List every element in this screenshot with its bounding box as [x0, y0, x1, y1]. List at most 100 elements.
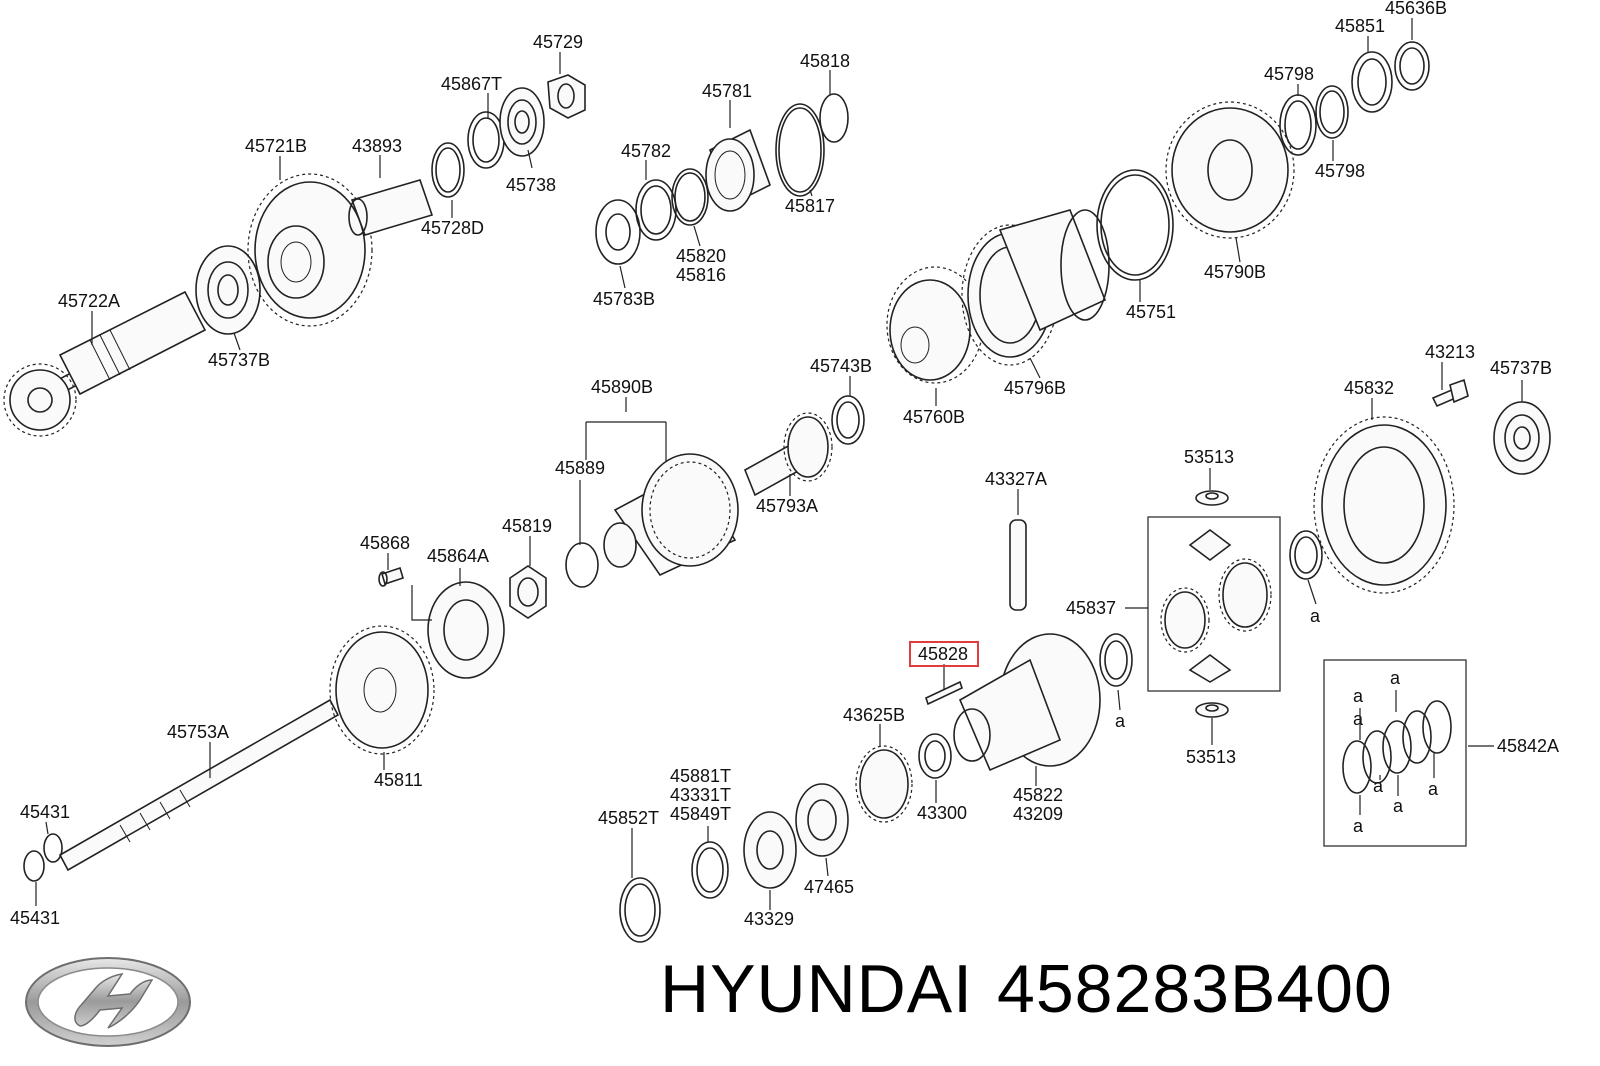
- callout-43893: 43893: [352, 136, 402, 156]
- callout-45738: 45738: [506, 175, 556, 195]
- washer-45851: [1351, 51, 1393, 113]
- callout-45881t: 45881T: [670, 766, 731, 786]
- gear-45721b: [247, 173, 373, 327]
- callout-labels: 45729 45867T 45721B 43893 45738 45728D 4…: [10, 0, 1559, 929]
- washer-43300: [918, 733, 952, 779]
- callout-a: a: [1393, 796, 1404, 816]
- callout-45737b-left: 45737B: [208, 350, 270, 370]
- callout-45751: 45751: [1126, 302, 1176, 322]
- callout-45822: 45822: [1013, 785, 1063, 805]
- a-marker-leaders: [1117, 579, 1435, 815]
- callout-43213: 43213: [1425, 342, 1475, 362]
- callout-45849t: 45849T: [670, 804, 731, 824]
- washer-45798-b: [1315, 85, 1349, 139]
- callout-43625b: 43625B: [843, 705, 905, 725]
- callout-45793a: 45793A: [756, 496, 818, 516]
- gear-45811: [329, 625, 435, 755]
- callout-45636b: 45636B: [1385, 0, 1447, 18]
- gear-43625b: [855, 745, 913, 823]
- ring-45820: [671, 168, 709, 226]
- callout-45811: 45811: [374, 770, 423, 790]
- washer-45798-a: [1279, 94, 1317, 156]
- callout-45431-bottom: 45431: [10, 908, 60, 928]
- brand-name: HYUNDAI: [660, 951, 974, 1027]
- ring-45782: [635, 179, 677, 241]
- callout-45842a: 45842A: [1497, 736, 1559, 756]
- ring-45743b: [831, 395, 865, 445]
- callout-45782: 45782: [621, 141, 671, 161]
- callout-45783b: 45783B: [593, 289, 655, 309]
- bearing-43329: [743, 811, 797, 889]
- snap-ring-45818: [819, 93, 849, 143]
- callout-45837: 45837: [1066, 598, 1116, 618]
- callout-43331t: 43331T: [670, 785, 731, 805]
- input-shaft-45722a: [3, 290, 207, 437]
- callout-43329: 43329: [744, 909, 794, 929]
- washer-a-ring: [1289, 530, 1323, 580]
- washer-45431-a: [43, 833, 63, 863]
- callout-45868: 45868: [360, 533, 410, 553]
- bearing-45737b-right: [1493, 401, 1551, 475]
- bearing-45737b-left: [195, 245, 261, 335]
- callout-45729: 45729: [533, 32, 583, 52]
- snap-ring-45889: [565, 542, 599, 588]
- washer-45431-b: [23, 850, 45, 882]
- callout-45889: 45889: [555, 458, 605, 478]
- carrier-45890b: [603, 453, 739, 577]
- callout-45728d: 45728D: [421, 218, 484, 238]
- snap-ring-45728d: [431, 142, 465, 198]
- washer-45867t: [467, 111, 505, 169]
- shim-set-45842a: [1323, 659, 1467, 847]
- callout-43300: 43300: [917, 803, 967, 823]
- callout-45851: 45851: [1335, 16, 1385, 36]
- callout-43209: 43209: [1013, 804, 1063, 824]
- callout-45781: 45781: [702, 81, 752, 101]
- callout-45798-bottom: 45798: [1315, 161, 1365, 181]
- callout-45816: 45816: [676, 265, 726, 285]
- callout-a: a: [1310, 606, 1321, 626]
- callout-45790b: 45790B: [1204, 262, 1266, 282]
- callout-45852t: 45852T: [598, 808, 659, 828]
- callout-45760b: 45760B: [903, 407, 965, 427]
- callout-53513-top: 53513: [1184, 447, 1234, 467]
- diff-case-45822: [953, 633, 1101, 772]
- nut-45729: [547, 74, 586, 119]
- callout-43327a: 43327A: [985, 469, 1047, 489]
- washer-53513-bottom: [1195, 702, 1229, 718]
- callout-a: a: [1353, 686, 1364, 706]
- snap-ring-45817: [775, 103, 825, 197]
- pin-43327a: [1009, 519, 1027, 611]
- callout-45828: 45828: [918, 644, 968, 664]
- callout-a: a: [1353, 709, 1364, 729]
- ring-45783b: [595, 199, 641, 265]
- callout-a: a: [1390, 668, 1401, 688]
- bolt-45868: [378, 566, 404, 587]
- pinion-set-45837: [1147, 516, 1281, 692]
- sleeve-43893: [348, 179, 434, 236]
- callout-45737b-right: 45737B: [1490, 358, 1552, 378]
- highlight-box-45828: [909, 641, 979, 667]
- callout-45431-top: 45431: [20, 802, 70, 822]
- washer-53513-top: [1195, 490, 1229, 506]
- callout-45818: 45818: [800, 51, 850, 71]
- bolt-43213: [1431, 378, 1469, 408]
- bearing-retainer-45864a: [427, 581, 505, 679]
- ring-gear-45832: [1313, 416, 1455, 594]
- callout-45753a: 45753A: [167, 722, 229, 742]
- callout-a: a: [1115, 711, 1126, 731]
- pin-45828: [925, 680, 963, 706]
- bearing-47465: [795, 783, 849, 857]
- bearing-45738: [499, 87, 545, 157]
- callout-45820: 45820: [676, 246, 726, 266]
- callout-53513-bottom: 53513: [1186, 747, 1236, 767]
- callout-47465: 47465: [804, 877, 854, 897]
- washer-45852t: [619, 877, 661, 943]
- hyundai-logo-mark: [25, 957, 191, 1047]
- washer-45636b: [1394, 41, 1430, 91]
- hyundai-logo: [22, 952, 194, 1057]
- callout-45864a: 45864A: [427, 546, 489, 566]
- callout-45743b: 45743B: [810, 356, 872, 376]
- callout-45832: 45832: [1344, 378, 1394, 398]
